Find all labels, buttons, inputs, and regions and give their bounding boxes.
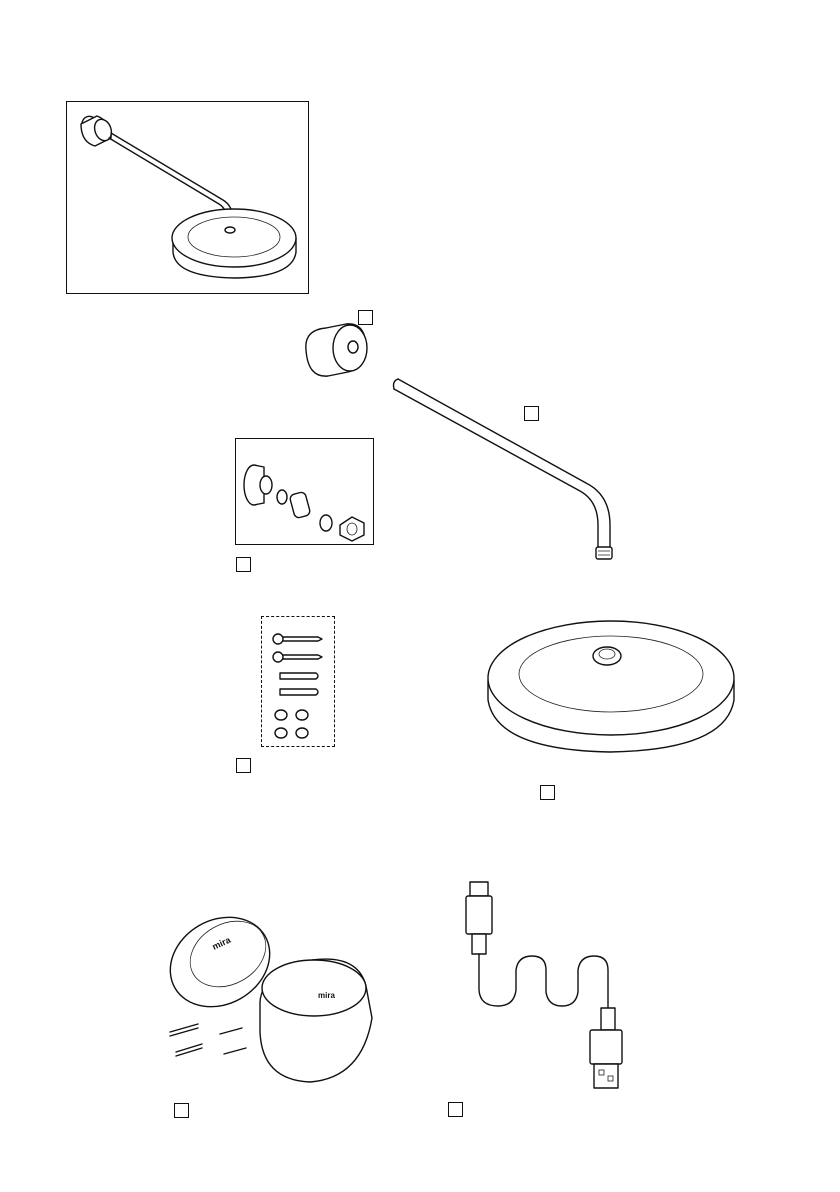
shower-arm-icon: [390, 375, 630, 565]
screw-icon: [273, 634, 322, 644]
fixing-pack-panel: [261, 616, 335, 747]
fitting-set-icon: [236, 439, 375, 546]
usb-connector-icon: [466, 882, 492, 954]
wall-cover-icon: [300, 322, 380, 382]
fitting-set-checkbox[interactable]: [236, 557, 251, 572]
shower-head-checkbox[interactable]: [540, 785, 555, 800]
shower-arm-checkbox[interactable]: [524, 406, 539, 421]
overview-shower-assembly-icon: [67, 102, 310, 295]
usb-cable-icon: [460, 872, 650, 1092]
washer-icon: [275, 710, 308, 738]
controller-brand: mira: [318, 991, 335, 1000]
screw-icon: [273, 652, 322, 662]
overview-assembly-panel: [66, 101, 309, 294]
fixing-pack-checkbox[interactable]: [236, 758, 251, 773]
usb-cable-checkbox[interactable]: [448, 1102, 463, 1117]
usb-connector-icon: [590, 1008, 622, 1088]
wall-cover-checkbox[interactable]: [358, 310, 373, 325]
wall-plug-icon: [280, 673, 318, 679]
wall-plug-icon: [280, 689, 318, 695]
fitting-set-panel: [235, 438, 374, 545]
controller-icon: mira mira: [162, 902, 382, 1092]
wireless-controller-checkbox[interactable]: [174, 1103, 189, 1118]
shower-head-icon: [482, 590, 742, 760]
fixing-pack-icon: [262, 617, 336, 748]
